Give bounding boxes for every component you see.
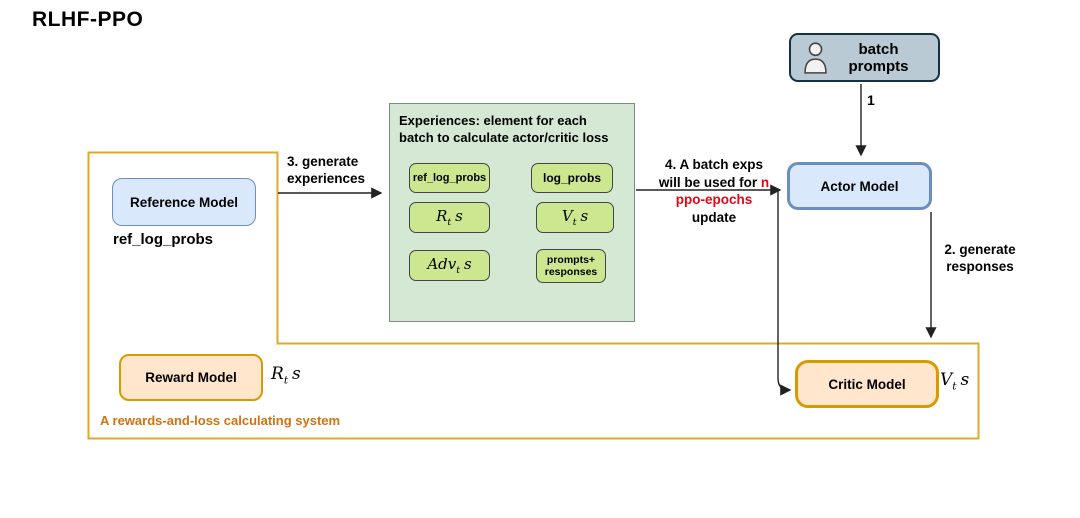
- step2-label: 2. generate responses: [944, 242, 1016, 274]
- critic-model-node[interactable]: Critic Model: [795, 360, 939, 408]
- rewards-system-label: A rewards-and-loss calculating system: [100, 413, 341, 428]
- step1-label: 1: [867, 92, 875, 108]
- step4-label: 4. A batch exps will be used for n ppo-e…: [658, 157, 770, 225]
- exp-cell-prompts-responses[interactable]: prompts+ responses: [536, 249, 606, 283]
- reference-model-node[interactable]: Reference Model: [112, 178, 256, 226]
- reference-output-label: ref_log_probs: [113, 231, 214, 248]
- page-title: RLHF-PPO: [32, 8, 144, 31]
- person-icon: [804, 42, 827, 74]
- exp-cell-ref-log-probs[interactable]: ref_log_probs: [409, 163, 490, 193]
- experiences-panel[interactable]: Experiences: element for each batch to c…: [389, 103, 635, 322]
- critic-model-label: Critic Model: [828, 376, 906, 392]
- reference-model-label: Reference Model: [129, 194, 239, 210]
- exp-cell-log-probs[interactable]: log_probs: [531, 163, 613, 193]
- step3-label: 3. generate experiences: [287, 154, 366, 186]
- actor-model-node[interactable]: Actor Model: [787, 162, 932, 210]
- experiences-title: Experiences: element for each batch to c…: [399, 113, 609, 145]
- batch-prompts-label: batch prompts: [848, 40, 909, 75]
- actor-model-label: Actor Model: [820, 178, 899, 194]
- reward-model-node[interactable]: Reward Model: [119, 354, 263, 401]
- reward-model-label: Reward Model: [145, 370, 237, 385]
- batch-prompts-node[interactable]: batch prompts: [789, 33, 940, 82]
